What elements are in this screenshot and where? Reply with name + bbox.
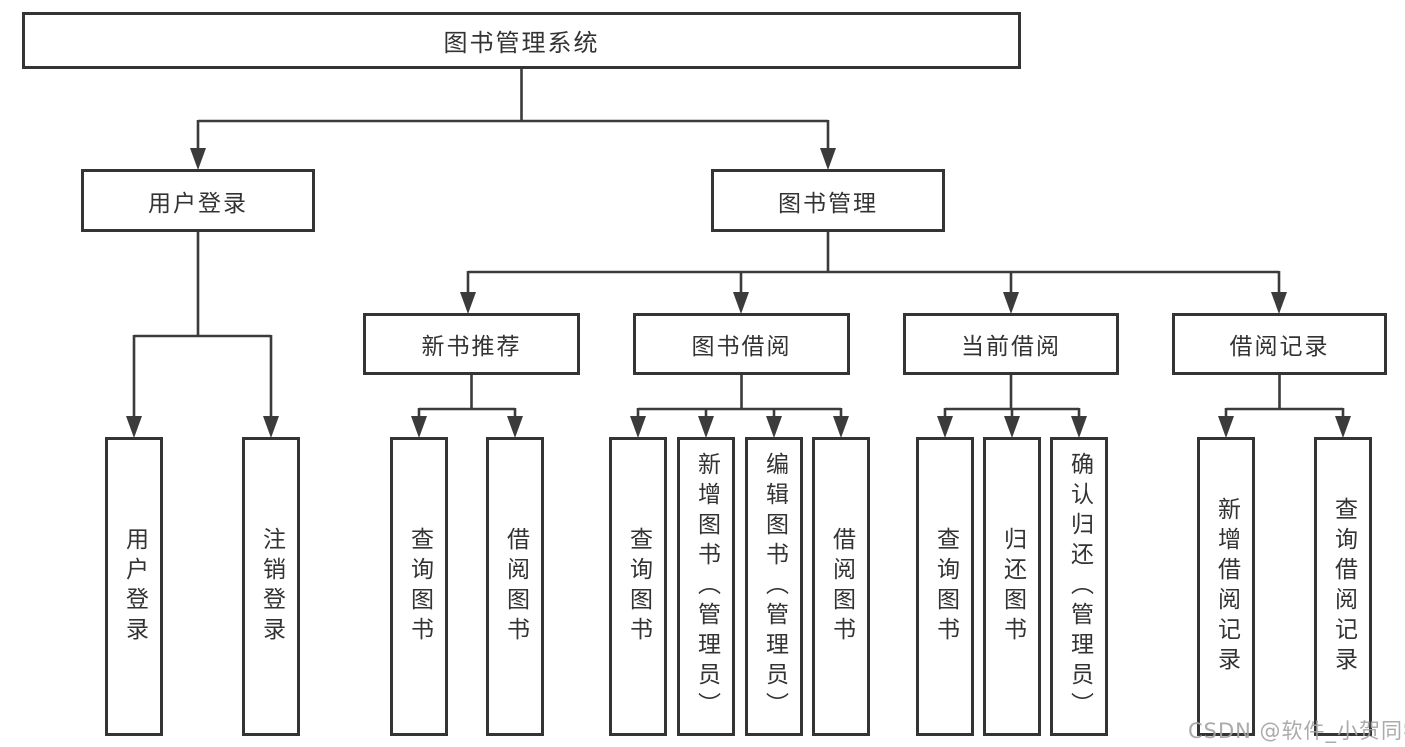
node-user-login: 用户登录 [81, 169, 315, 232]
node-label: 新书推荐 [421, 334, 522, 360]
node-label: 编辑图书（管理员） [761, 451, 788, 722]
leaf-current-query-books: 查询图书 [916, 437, 974, 736]
node-label: 查询图书 [625, 526, 652, 647]
node-label: 图书借阅 [691, 334, 792, 360]
node-current-borrowing: 当前借阅 [903, 313, 1119, 375]
leaf-user-login: 用户登录 [105, 437, 163, 736]
node-label: 借阅图书 [502, 526, 529, 647]
node-label: 借阅图书 [828, 526, 855, 647]
node-label: 当前借阅 [961, 334, 1061, 360]
node-label: 确认归还（管理员） [1066, 451, 1093, 722]
leaf-recommend-query-books: 查询图书 [390, 437, 448, 736]
node-label: 用户登录 [121, 526, 148, 647]
node-label: 查询图书 [406, 526, 433, 647]
leaf-recommend-borrow-books: 借阅图书 [486, 437, 544, 736]
arrowheads [126, 148, 1351, 438]
leaf-borrow-borrow-books: 借阅图书 [812, 437, 870, 736]
node-label: 查询借阅记录 [1330, 496, 1357, 677]
watermark: CSDN @软件_小贺同学 [1188, 719, 1405, 743]
node-label: 注销登录 [258, 526, 285, 647]
leaf-borrow-edit-books-admin: 编辑图书（管理员） [745, 437, 803, 736]
node-label: 图书管理系统 [443, 29, 600, 57]
node-book-borrowing: 图书借阅 [633, 313, 850, 375]
node-label: 用户登录 [148, 190, 248, 217]
node-label: 图书管理 [778, 190, 878, 217]
leaf-borrow-query-books: 查询图书 [609, 437, 667, 736]
leaf-current-return-books: 归还图书 [983, 437, 1041, 736]
node-label: 借阅记录 [1229, 334, 1330, 360]
node-label: 新增图书（管理员） [693, 451, 720, 722]
node-library-system: 图书管理系统 [22, 12, 1021, 69]
leaf-borrow-add-books-admin: 新增图书（管理员） [677, 437, 735, 736]
node-label: 归还图书 [999, 526, 1026, 647]
leaf-records-query-record: 查询借阅记录 [1314, 437, 1372, 736]
node-label: 新增借阅记录 [1213, 496, 1240, 677]
node-book-management: 图书管理 [711, 169, 945, 232]
leaf-current-confirm-return-admin: 确认归还（管理员） [1050, 437, 1108, 736]
leaf-logout: 注销登录 [242, 437, 300, 736]
node-borrowing-records: 借阅记录 [1172, 313, 1387, 375]
node-new-book-recommendation: 新书推荐 [363, 313, 580, 375]
node-label: 查询图书 [932, 526, 959, 647]
leaf-records-add-record: 新增借阅记录 [1197, 437, 1255, 736]
